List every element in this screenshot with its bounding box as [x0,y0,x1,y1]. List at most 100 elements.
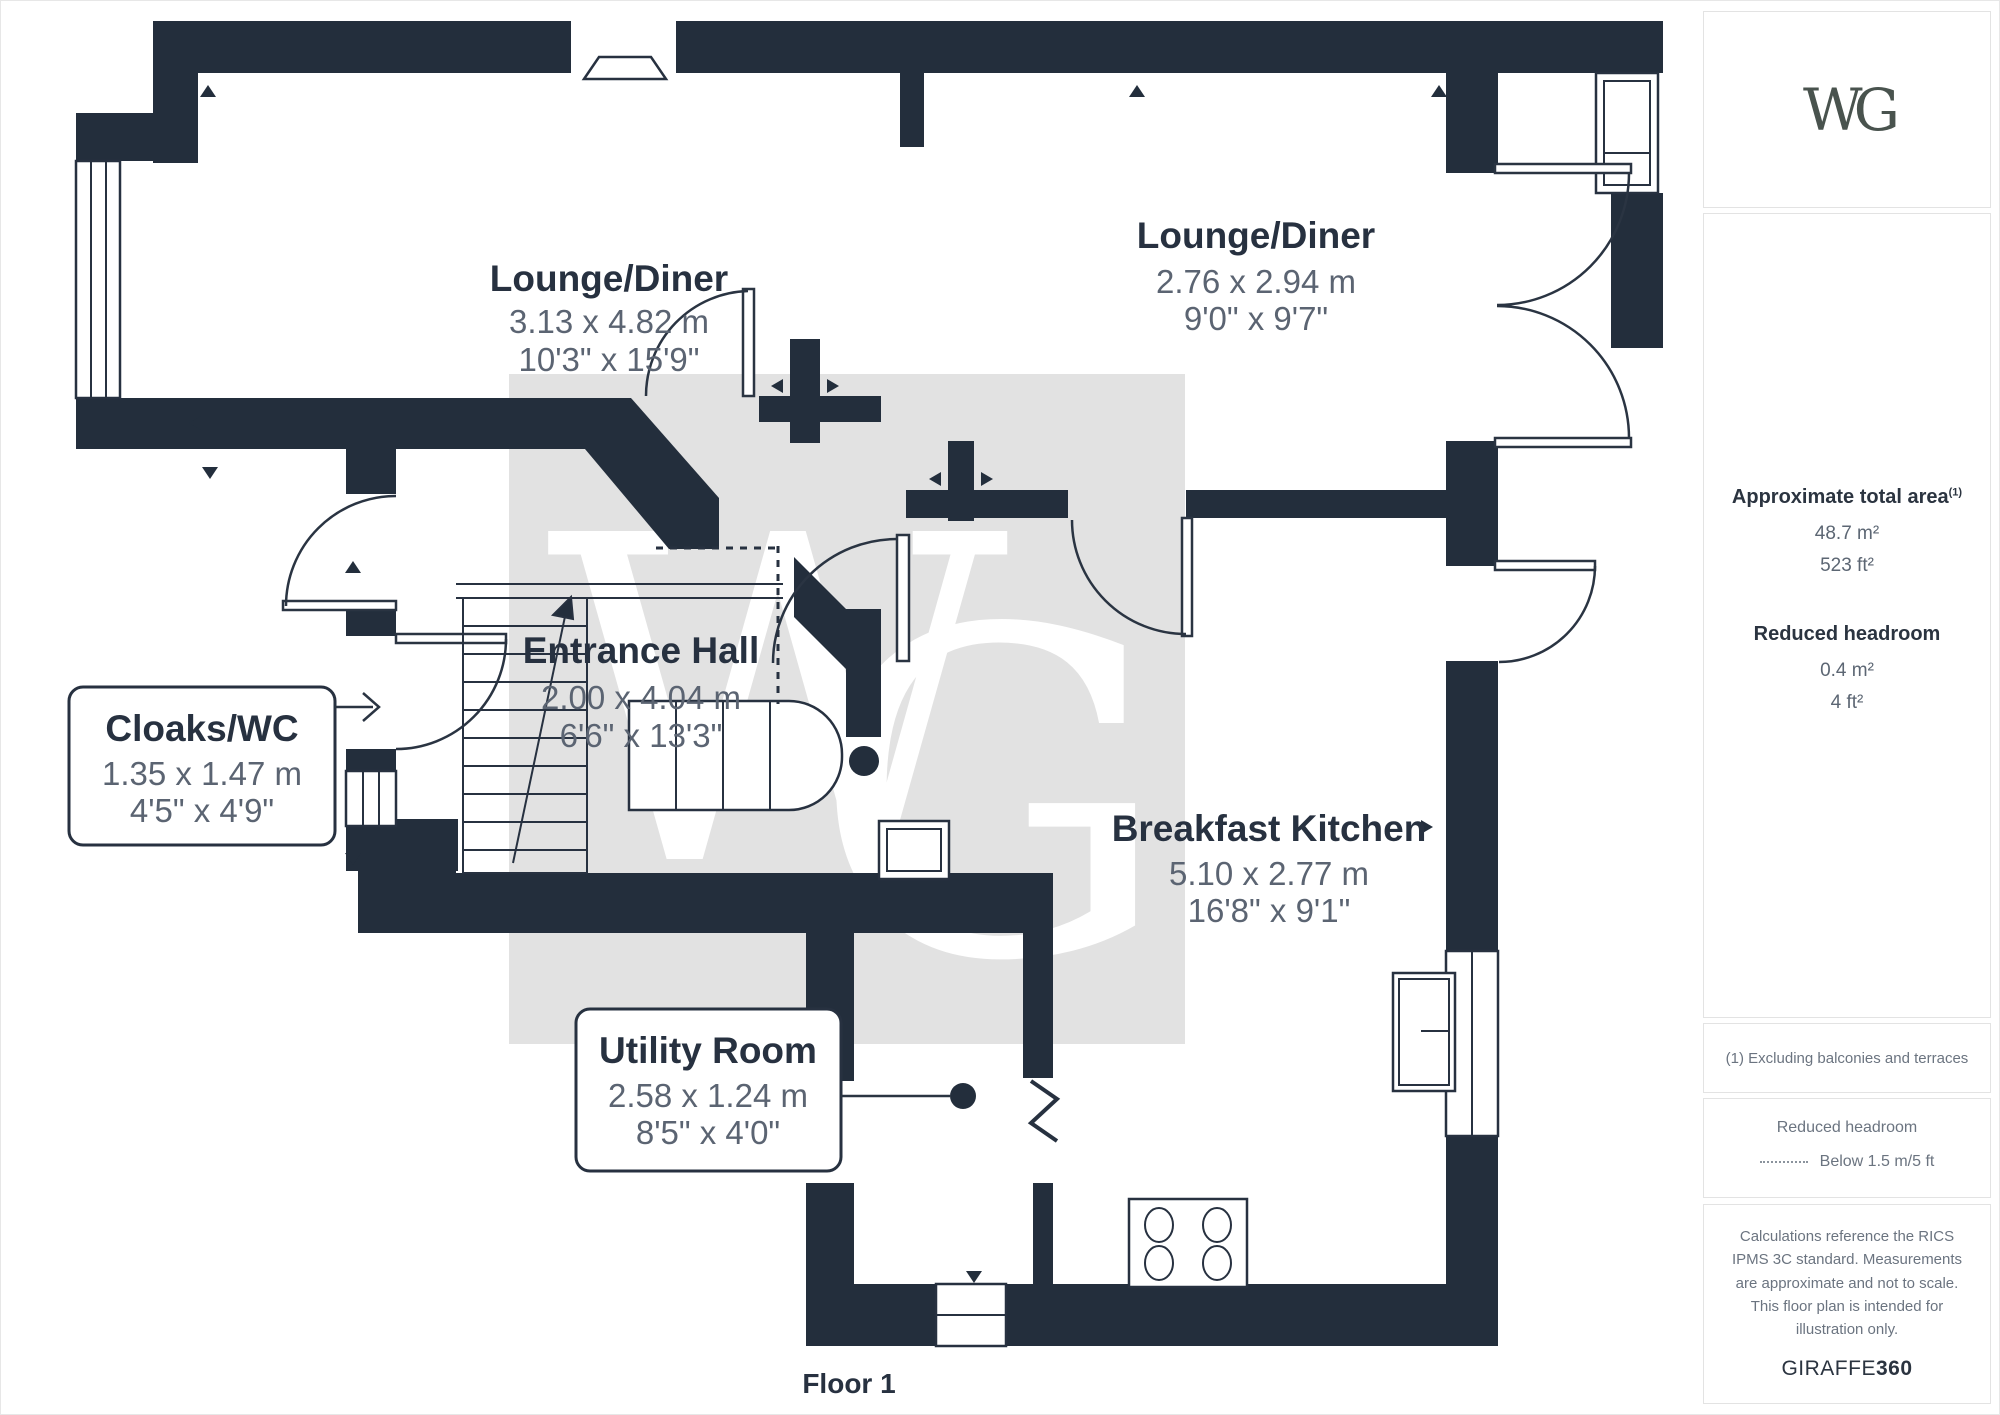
room-dims-metric: 3.13 x 4.82 m [509,303,709,340]
cloaks-callout-box [67,685,337,847]
measure-arrow-icon [189,416,201,430]
wall-right-extension [1611,193,1663,348]
wall-chimney-bar [846,609,881,737]
hall-unit [877,819,951,881]
room-label-utility: Utility Room [599,1030,817,1071]
measure-arrow-icon [1421,820,1433,834]
bay-window [74,159,122,400]
wall-stub-top [900,73,924,147]
area-panel: Approximate total area(1) 48.7 m² 523 ft… [1703,213,1991,1018]
wall-break-zigzag-icon [1027,1079,1061,1143]
room-label-entrance-hall: Entrance Hall [523,630,759,671]
wall-right-mid [1446,441,1498,566]
hob-ring-icon [1202,1207,1232,1243]
room-dims-imperial: 6'6" x 13'3" [560,717,723,754]
french-door-leaf-top [1493,162,1633,175]
disclaimer-text: Calculations reference the RICS IPMS 3C … [1731,1228,1963,1338]
newel-post-dot [849,746,879,776]
area-title-text: Approximate total area [1731,486,1949,508]
topright-window-frame [1603,80,1651,186]
wall-diagonal [585,398,719,549]
area-panel-content: Approximate total area(1) 48.7 m² 523 ft… [1704,214,1990,714]
lounge-door-leaf [741,287,756,398]
wall-right-low-b [1446,1136,1498,1346]
footnote-text: (1) Excluding balconies and terraces [1725,1049,1969,1067]
kitchen-door-leaf [895,533,911,663]
brand-name: GIRAFFE [1781,1357,1876,1381]
wall-left-lower [346,749,396,771]
hob-ring-icon [1144,1207,1174,1243]
room-dims-imperial: 8'5" x 4'0" [636,1114,780,1151]
doors [281,162,1633,751]
room-dims-imperial: 9'0" x 9'7" [1184,300,1328,337]
floorplan-canvas: W G [1,1,1689,1414]
utility-anchor-dot [950,1083,976,1109]
reduced-headroom-m2: 0.4 m² [1820,660,1874,681]
front-door-leaf [281,599,398,612]
stairs-direction-line [512,606,568,864]
kitchen-top-door-arc [1070,519,1187,636]
reduced-headroom-title: Reduced headroom [1753,623,1941,645]
cloaks-window [344,769,398,828]
kitchen-top-door-leaf [1180,516,1194,638]
area-m2: 48.7 m² [1814,523,1880,544]
room-label-cloaks: Cloaks/WC [105,708,298,749]
walls [76,21,1663,1346]
legend-title: Reduced headroom [1776,1119,1918,1136]
french-door-arc-top [1496,172,1631,307]
wall-bottom-a [806,1284,936,1346]
front-canopy [581,55,669,81]
wall-top-b [676,21,1663,73]
measure-arrow-icon [929,472,941,486]
measure-arrow-icon [200,85,216,97]
canopy-trapezoid [581,55,669,81]
wall-left-upper [346,449,396,494]
legend-value: Below 1.5 m/5 ft [1819,1153,1935,1170]
logo-panel: WG [1703,11,1991,208]
room-label-lounge-left: Lounge/Diner [490,258,728,299]
utility-callout-box [574,1007,843,1173]
wall-kitchen-top-b [1186,490,1448,518]
hob-ring-icon [1144,1245,1174,1281]
topright-window [1594,71,1660,195]
french-door-leaf-bottom [1493,436,1633,449]
french-door-arc-bottom [1496,304,1631,439]
floor-label: Floor 1 [802,1368,895,1399]
measure-arrow-icon [966,1271,982,1283]
back-door-arc [1498,565,1597,664]
wall-lounge-bottom [153,398,585,449]
room-labels: Lounge/Diner 3.13 x 4.82 m 10'3" x 15'9"… [490,215,1427,929]
room-dims-metric: 2.00 x 4.04 m [541,679,741,716]
room-dims-imperial: 10'3" x 15'9" [519,341,700,378]
kitchen-door-arc [771,537,898,664]
measure-arrow-icon [771,379,783,393]
cloaks-callout-arrow-icon [362,692,381,722]
room-dims-imperial: 4'5" x 4'9" [130,792,274,829]
wall-utility-kitchen-stub [1033,1183,1053,1284]
wall-bay-top [76,113,196,161]
dotted-line-icon [1759,1161,1808,1163]
room-dims-metric: 1.35 x 1.47 m [102,755,302,792]
wall-right-top [1446,73,1498,173]
info-sidebar: WG Approximate total area(1) 48.7 m² 523… [1689,1,1999,1414]
wall-hall-horizontal [759,396,881,422]
wall-utility-kitchen [1023,873,1053,1078]
measure-arrows [189,85,1447,1283]
legend-panel: Reduced headroom Below 1.5 m/5 ft [1703,1098,1991,1198]
room-label-lounge-right: Lounge/Diner [1137,215,1375,256]
area-title-sup: (1) [1948,486,1963,499]
stairs-direction-arrow-icon [550,594,575,621]
footnote-panel: (1) Excluding balconies and terraces [1703,1023,1991,1093]
hob-ring-icon [1202,1245,1232,1281]
measure-arrow-icon [1431,85,1447,97]
area-ft2: 523 ft² [1820,555,1874,576]
wall-hall-utility [358,873,1023,933]
stairs-flight [462,597,588,874]
disclaimer-panel: Calculations reference the RICS IPMS 3C … [1703,1204,1991,1404]
legend-row: Below 1.5 m/5 ft [1704,1153,1990,1171]
callouts: Cloaks/WC 1.35 x 1.47 m 4'5" x 4'9" Util… [67,685,950,1173]
hall-unit-inner [886,828,942,872]
cloaks-door-arc [395,638,508,751]
lounge-door-arc [644,289,749,397]
wall-bottom-b [1006,1284,1498,1346]
